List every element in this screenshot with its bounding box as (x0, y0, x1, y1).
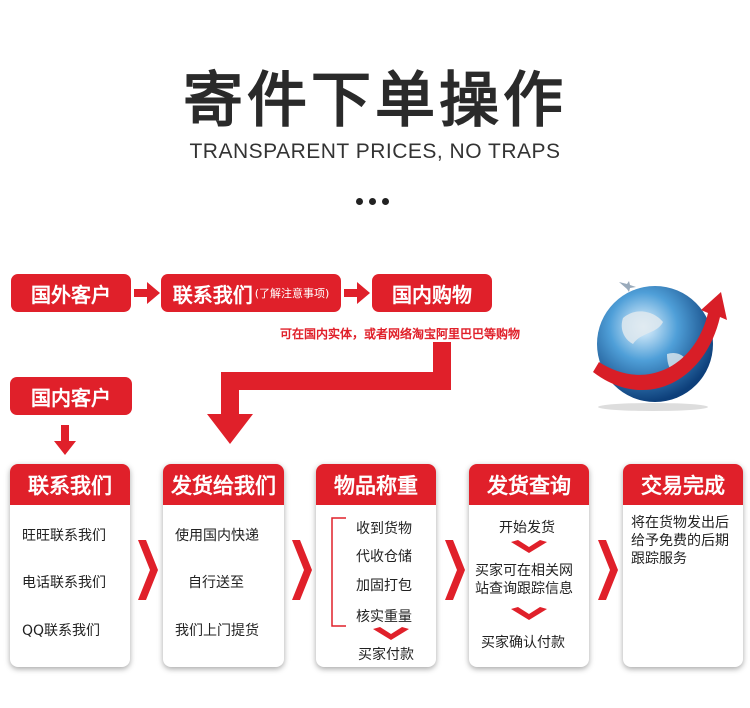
page-subtitle: TRANSPARENT PRICES, NO TRAPS (189, 140, 561, 163)
chevron-down-icon (511, 540, 547, 553)
arrow-right-icon (344, 282, 370, 304)
card-contact-us-title: 联系我们 (10, 464, 130, 505)
chevron-down-icon (373, 627, 409, 640)
bracket-line (331, 517, 346, 627)
step-contact-us-label: 联系我们 (172, 282, 253, 307)
page-title: 寄件下单操作 (183, 66, 567, 136)
card-weighing-item: 核实重量 (356, 609, 412, 625)
chevron-right-icon (598, 540, 618, 600)
card-ship-to-us-item: 自行送至 (188, 575, 244, 591)
card-contact-us-item: 旺旺联系我们 (22, 528, 106, 544)
card-weighing-title: 物品称重 (316, 464, 436, 505)
shopping-note: 可在国内实体，或者网络淘宝阿里巴巴等购物 (280, 327, 521, 341)
card-ship-to-us-item: 使用国内快递 (175, 528, 259, 544)
card-tracking-title: 发货查询 (469, 464, 589, 505)
card-weighing-item: 收到货物 (356, 521, 412, 537)
step-domestic-shopping: 国内购物 (372, 274, 492, 312)
chevron-right-icon (445, 540, 465, 600)
card-ship-to-us-title: 发货给我们 (163, 464, 284, 505)
step-domestic-customer: 国内客户 (10, 377, 132, 415)
card-contact-us-item: QQ联系我们 (22, 623, 101, 639)
chevron-down-icon (511, 607, 547, 620)
arrow-down-icon (54, 425, 76, 455)
card-weighing: 物品称重 收到货物 代收仓储 加固打包 核实重量 买家付款 (316, 464, 436, 667)
step-foreign-customer: 国外客户 (11, 274, 131, 312)
arrow-right-icon (134, 282, 160, 304)
card-ship-to-us-item: 我们上门提货 (175, 623, 259, 639)
globe-icon (593, 281, 727, 411)
bent-arrow-icon (207, 342, 451, 444)
chevron-right-icon (292, 540, 312, 600)
separator-dots (356, 190, 396, 205)
card-complete-item: 将在货物发出后给予免费的后期跟踪服务 (631, 515, 729, 567)
card-weighing-item: 加固打包 (356, 578, 412, 594)
card-ship-to-us: 发货给我们 使用国内快递 自行送至 我们上门提货 (163, 464, 284, 667)
chevron-right-icon (138, 540, 158, 600)
step-contact-us: 联系我们(了解注意事项) (161, 274, 341, 312)
card-weighing-item: 买家付款 (358, 647, 414, 663)
card-tracking-item: 开始发货 (499, 520, 555, 536)
card-complete: 交易完成 将在货物发出后给予免费的后期跟踪服务 (623, 464, 743, 667)
card-tracking-item: 买家可在相关网站查询跟踪信息 (475, 563, 573, 597)
step-contact-us-note: (了解注意事项) (254, 287, 330, 300)
card-weighing-item: 代收仓储 (356, 549, 412, 565)
card-contact-us-item: 电话联系我们 (22, 575, 106, 591)
card-complete-title: 交易完成 (623, 464, 743, 505)
card-tracking: 发货查询 开始发货 买家可在相关网站查询跟踪信息 买家确认付款 (469, 464, 589, 667)
card-contact-us: 联系我们 旺旺联系我们 电话联系我们 QQ联系我们 (10, 464, 130, 667)
card-tracking-item: 买家确认付款 (481, 635, 565, 651)
